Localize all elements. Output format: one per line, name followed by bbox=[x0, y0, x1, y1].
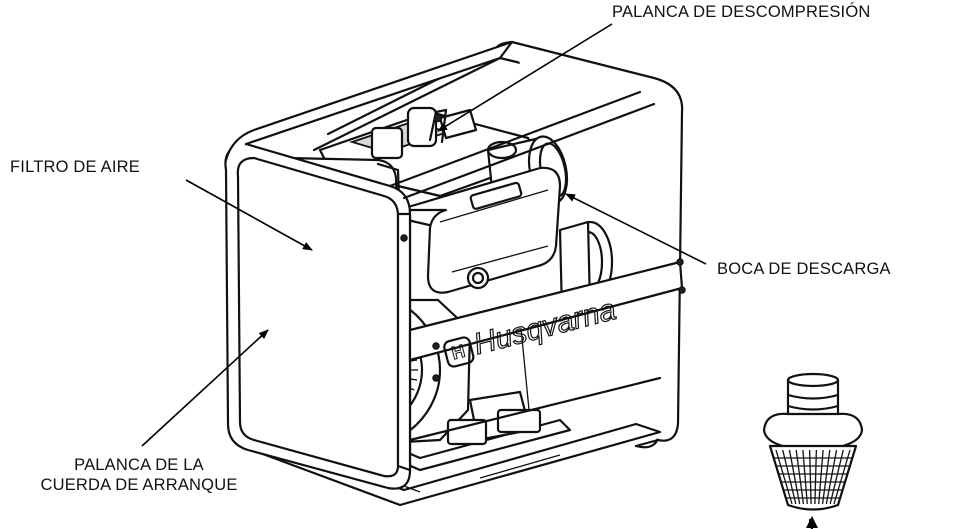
label-air-filter: FILTRO DE AIRE bbox=[10, 158, 140, 176]
frame-front bbox=[224, 40, 686, 490]
leader-decompression bbox=[437, 23, 613, 132]
leader-discharge bbox=[565, 193, 707, 265]
strainer-arrow bbox=[806, 516, 818, 528]
label-discharge-port: BOCA DE DESCARGA bbox=[717, 260, 891, 278]
leader-air-filter bbox=[185, 179, 313, 251]
strainer bbox=[762, 372, 864, 529]
label-starter-cord: PALANCA DE LA CUERDA DE ARRANQUE bbox=[0, 455, 278, 495]
label-starter-cord-line1: PALANCA DE LA bbox=[74, 456, 204, 474]
leader-lines bbox=[141, 23, 818, 528]
label-starter-cord-line2: CUERDA DE ARRANQUE bbox=[40, 476, 238, 494]
svg-text:H: H bbox=[450, 341, 468, 364]
leader-starter-cord bbox=[141, 329, 269, 447]
label-decompression-lever: PALANCA DE DESCOMPRESIÓN bbox=[612, 3, 871, 21]
